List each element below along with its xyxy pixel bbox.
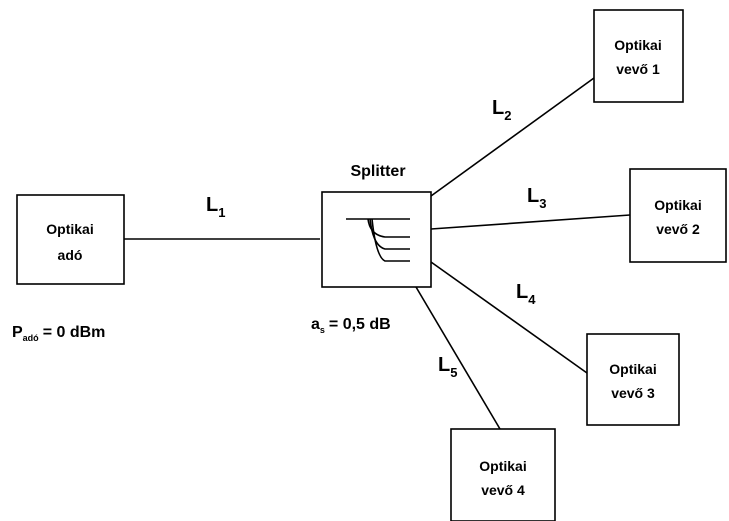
power-subscript: adó [23,333,40,343]
power-value: = 0 dBm [43,324,106,341]
loss-subscript: s [320,325,325,335]
splitter-symbol-icon [346,218,410,262]
loss-main: a [311,316,320,333]
link-l1-label: L1 [206,194,225,220]
splitter-title: Splitter [350,163,405,180]
receiver-3-line1: Optikai [609,361,656,377]
receiver-3-line2: vevő 3 [611,385,655,401]
link-l4-line [430,261,588,374]
loss-value: = 0,5 dB [329,316,391,333]
splitter-box [321,191,432,288]
link-l5-label: L5 [438,354,457,380]
transmitter-label-line1: Optikai [46,221,93,237]
power-main: P [12,324,23,341]
receiver-4-line2: vevő 4 [481,482,525,498]
receiver-4-box: Optikai vevő 4 [450,428,556,521]
splitter-loss-label: as = 0,5 dB [311,316,391,335]
link-l2-line [430,77,595,197]
receiver-1-line2: vevő 1 [616,61,660,77]
receiver-1-box: Optikai vevő 1 [593,9,684,103]
receiver-1-line1: Optikai [614,37,661,53]
receiver-3-box: Optikai vevő 3 [586,333,680,426]
link-l3-label: L3 [527,185,546,211]
link-l2-label: L2 [492,97,511,123]
link-l3-line [430,214,631,230]
link-l4-label: L4 [516,281,536,307]
receiver-2-line1: Optikai [654,197,701,213]
link-l5-line [415,286,501,430]
receiver-4-line1: Optikai [479,458,526,474]
transmitter-power-label: Padó= 0 dBm [12,324,105,343]
receiver-2-box: Optikai vevő 2 [629,168,727,263]
transmitter-box: Optikai adó [16,194,125,285]
receiver-2-line2: vevő 2 [656,221,700,237]
transmitter-label-line2: adó [58,247,83,263]
